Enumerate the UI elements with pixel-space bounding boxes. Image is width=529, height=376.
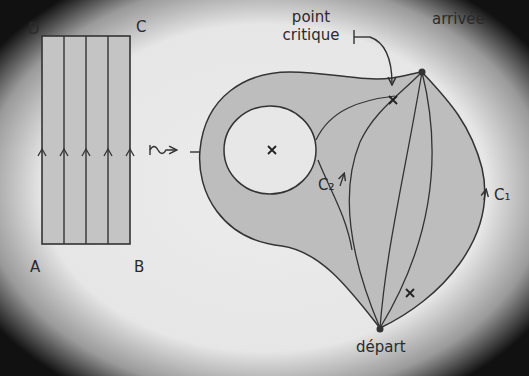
- corner-label: C: [136, 18, 146, 36]
- homotopy-region: [200, 72, 486, 328]
- callout-label: point critique: [272, 8, 350, 44]
- leader-line: [354, 30, 392, 84]
- endpoint-dot: [377, 326, 384, 333]
- maps-to-tail: [149, 145, 150, 155]
- endpoint-dot: [419, 69, 426, 76]
- path-label: C₁: [494, 186, 511, 204]
- corner-label: A: [30, 258, 40, 276]
- rectangle-figure: [38, 36, 134, 244]
- corner-label: B: [134, 258, 144, 276]
- endpoint-label: arrivée: [432, 10, 485, 28]
- path-label: C₂: [318, 176, 335, 194]
- maps-to-arrow: [150, 147, 176, 154]
- endpoint-label: départ: [356, 338, 406, 356]
- critical-point-cross: [268, 96, 414, 297]
- corner-label: D: [28, 20, 40, 38]
